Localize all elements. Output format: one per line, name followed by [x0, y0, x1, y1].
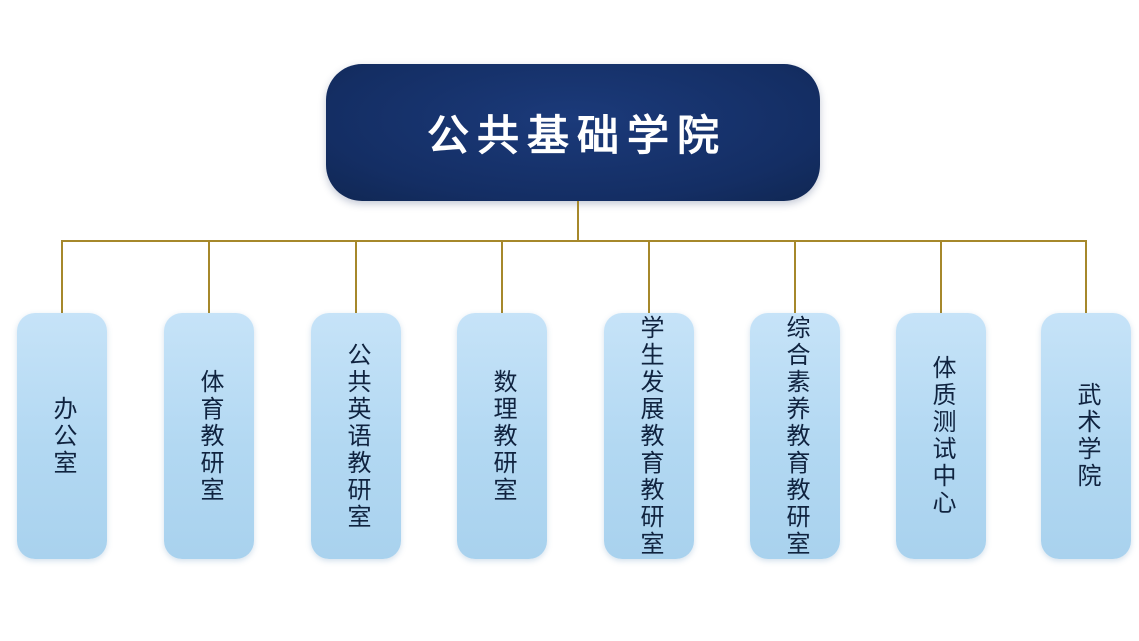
child-node-label: 体质测试中心: [928, 355, 955, 517]
child-node-fitness-test-center: 体质测试中心: [896, 313, 986, 559]
connector-drop-5: [648, 242, 650, 314]
child-node-pe-teaching-office: 体育教研室: [164, 313, 254, 559]
child-node-public-english-office: 公共英语教研室: [311, 313, 401, 559]
child-node-office: 办公室: [17, 313, 107, 559]
child-node-label: 武术学院: [1073, 382, 1100, 490]
connector-drop-2: [208, 242, 210, 314]
root-node: 公共基础学院: [326, 64, 820, 201]
child-node-label: 综合素养教育教研室: [782, 314, 809, 558]
child-node-label: 办公室: [49, 395, 76, 477]
root-node-label: 公共基础学院: [426, 112, 727, 159]
child-node-label: 数理教研室: [489, 368, 516, 504]
child-node-label: 公共英语教研室: [343, 341, 370, 531]
child-node-student-development-office: 学生发展教育教研室: [604, 313, 694, 559]
connector-horizontal-bar: [61, 240, 1087, 242]
connector-stem: [577, 201, 579, 241]
child-node-label: 体育教研室: [196, 368, 223, 504]
child-node-comprehensive-quality-office: 综合素养教育教研室: [750, 313, 840, 559]
connector-drop-4: [501, 242, 503, 314]
connector-drop-1: [61, 242, 63, 314]
child-node-label: 学生发展教育教研室: [636, 314, 663, 558]
connector-drop-6: [794, 242, 796, 314]
child-node-martial-arts-college: 武术学院: [1041, 313, 1131, 559]
connector-drop-3: [355, 242, 357, 314]
connector-drop-8: [1085, 242, 1087, 314]
connector-drop-7: [940, 242, 942, 314]
child-node-math-physics-office: 数理教研室: [457, 313, 547, 559]
